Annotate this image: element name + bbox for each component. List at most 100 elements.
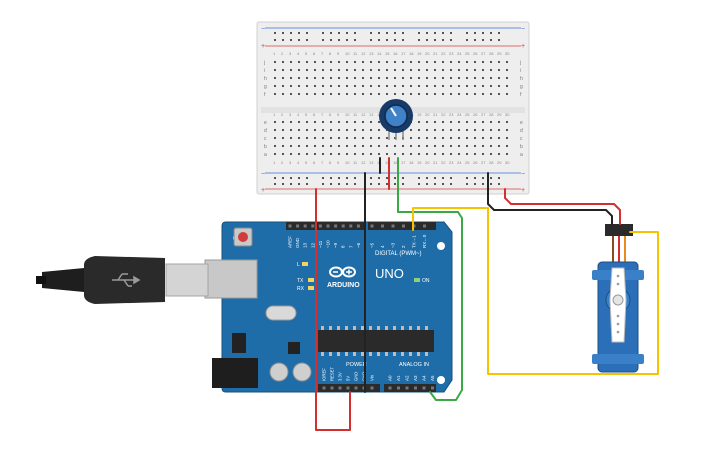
terminal-hole[interactable] (314, 129, 316, 131)
terminal-hole[interactable] (306, 129, 308, 131)
servo-motor[interactable] (592, 224, 644, 373)
terminal-hole[interactable] (450, 93, 452, 95)
rail-hole[interactable] (442, 32, 444, 34)
terminal-hole[interactable] (474, 129, 476, 131)
wire-pot-wiper-to-a0[interactable] (397, 157, 463, 401)
terminal-hole[interactable] (314, 61, 316, 63)
terminal-hole[interactable] (282, 85, 284, 87)
terminal-hole[interactable] (370, 93, 372, 95)
terminal-hole[interactable] (282, 77, 284, 79)
terminal-hole[interactable] (434, 137, 436, 139)
rail-hole[interactable] (354, 39, 356, 41)
terminal-hole[interactable] (506, 85, 508, 87)
terminal-hole[interactable] (322, 145, 324, 147)
terminal-hole[interactable] (346, 145, 348, 147)
power-pin-hole[interactable] (338, 386, 342, 390)
rail-hole[interactable] (306, 32, 308, 34)
analog-pin-hole[interactable] (422, 386, 426, 390)
terminal-hole[interactable] (354, 137, 356, 139)
terminal-hole[interactable] (402, 153, 404, 155)
terminal-hole[interactable] (394, 85, 396, 87)
rail-hole[interactable] (274, 183, 276, 185)
terminal-hole[interactable] (434, 93, 436, 95)
rail-hole[interactable] (474, 32, 476, 34)
terminal-hole[interactable] (450, 121, 452, 123)
terminal-hole[interactable] (346, 129, 348, 131)
power-pin-hole[interactable] (354, 386, 358, 390)
terminal-hole[interactable] (354, 69, 356, 71)
terminal-hole[interactable] (370, 121, 372, 123)
digital-pin-hole[interactable] (303, 224, 307, 228)
rail-hole[interactable] (482, 183, 484, 185)
terminal-hole[interactable] (362, 153, 364, 155)
rail-hole[interactable] (346, 177, 348, 179)
terminal-hole[interactable] (410, 69, 412, 71)
terminal-hole[interactable] (338, 69, 340, 71)
terminal-hole[interactable] (354, 129, 356, 131)
terminal-hole[interactable] (442, 129, 444, 131)
rail-hole[interactable] (378, 183, 380, 185)
terminal-hole[interactable] (306, 153, 308, 155)
terminal-hole[interactable] (378, 85, 380, 87)
terminal-hole[interactable] (306, 145, 308, 147)
terminal-hole[interactable] (426, 93, 428, 95)
terminal-hole[interactable] (386, 153, 388, 155)
rail-hole[interactable] (290, 39, 292, 41)
terminal-hole[interactable] (466, 121, 468, 123)
wire-negative-rail-to-servo[interactable] (487, 172, 613, 225)
terminal-hole[interactable] (458, 85, 460, 87)
rail-hole[interactable] (482, 177, 484, 179)
terminal-hole[interactable] (378, 69, 380, 71)
terminal-hole[interactable] (434, 129, 436, 131)
rail-hole[interactable] (450, 183, 452, 185)
terminal-hole[interactable] (346, 61, 348, 63)
terminal-hole[interactable] (434, 145, 436, 147)
terminal-hole[interactable] (418, 85, 420, 87)
rail-hole[interactable] (274, 39, 276, 41)
terminal-hole[interactable] (282, 69, 284, 71)
rail-hole[interactable] (466, 183, 468, 185)
rail-hole[interactable] (330, 39, 332, 41)
terminal-hole[interactable] (410, 145, 412, 147)
terminal-hole[interactable] (482, 85, 484, 87)
terminal-hole[interactable] (402, 77, 404, 79)
rail-hole[interactable] (346, 32, 348, 34)
terminal-hole[interactable] (506, 61, 508, 63)
rail-hole[interactable] (298, 39, 300, 41)
terminal-hole[interactable] (362, 137, 364, 139)
rail-hole[interactable] (298, 183, 300, 185)
terminal-hole[interactable] (458, 153, 460, 155)
rail-hole[interactable] (418, 183, 420, 185)
terminal-hole[interactable] (290, 129, 292, 131)
terminal-hole[interactable] (314, 69, 316, 71)
terminal-hole[interactable] (466, 129, 468, 131)
rail-hole[interactable] (498, 177, 500, 179)
terminal-hole[interactable] (306, 77, 308, 79)
terminal-hole[interactable] (306, 69, 308, 71)
rail-hole[interactable] (322, 183, 324, 185)
terminal-hole[interactable] (418, 145, 420, 147)
terminal-hole[interactable] (314, 153, 316, 155)
terminal-hole[interactable] (370, 69, 372, 71)
terminal-hole[interactable] (338, 137, 340, 139)
terminal-hole[interactable] (434, 121, 436, 123)
terminal-hole[interactable] (482, 145, 484, 147)
terminal-hole[interactable] (314, 137, 316, 139)
terminal-hole[interactable] (370, 61, 372, 63)
terminal-hole[interactable] (474, 121, 476, 123)
terminal-hole[interactable] (410, 77, 412, 79)
terminal-hole[interactable] (386, 61, 388, 63)
power-pin-hole[interactable] (330, 386, 334, 390)
terminal-hole[interactable] (466, 153, 468, 155)
terminal-hole[interactable] (330, 69, 332, 71)
terminal-hole[interactable] (442, 85, 444, 87)
terminal-hole[interactable] (490, 93, 492, 95)
terminal-hole[interactable] (370, 137, 372, 139)
terminal-hole[interactable] (466, 137, 468, 139)
rail-hole[interactable] (402, 183, 404, 185)
terminal-hole[interactable] (498, 137, 500, 139)
terminal-hole[interactable] (450, 69, 452, 71)
power-pin-hole[interactable] (322, 386, 326, 390)
terminal-hole[interactable] (426, 77, 428, 79)
terminal-hole[interactable] (314, 77, 316, 79)
